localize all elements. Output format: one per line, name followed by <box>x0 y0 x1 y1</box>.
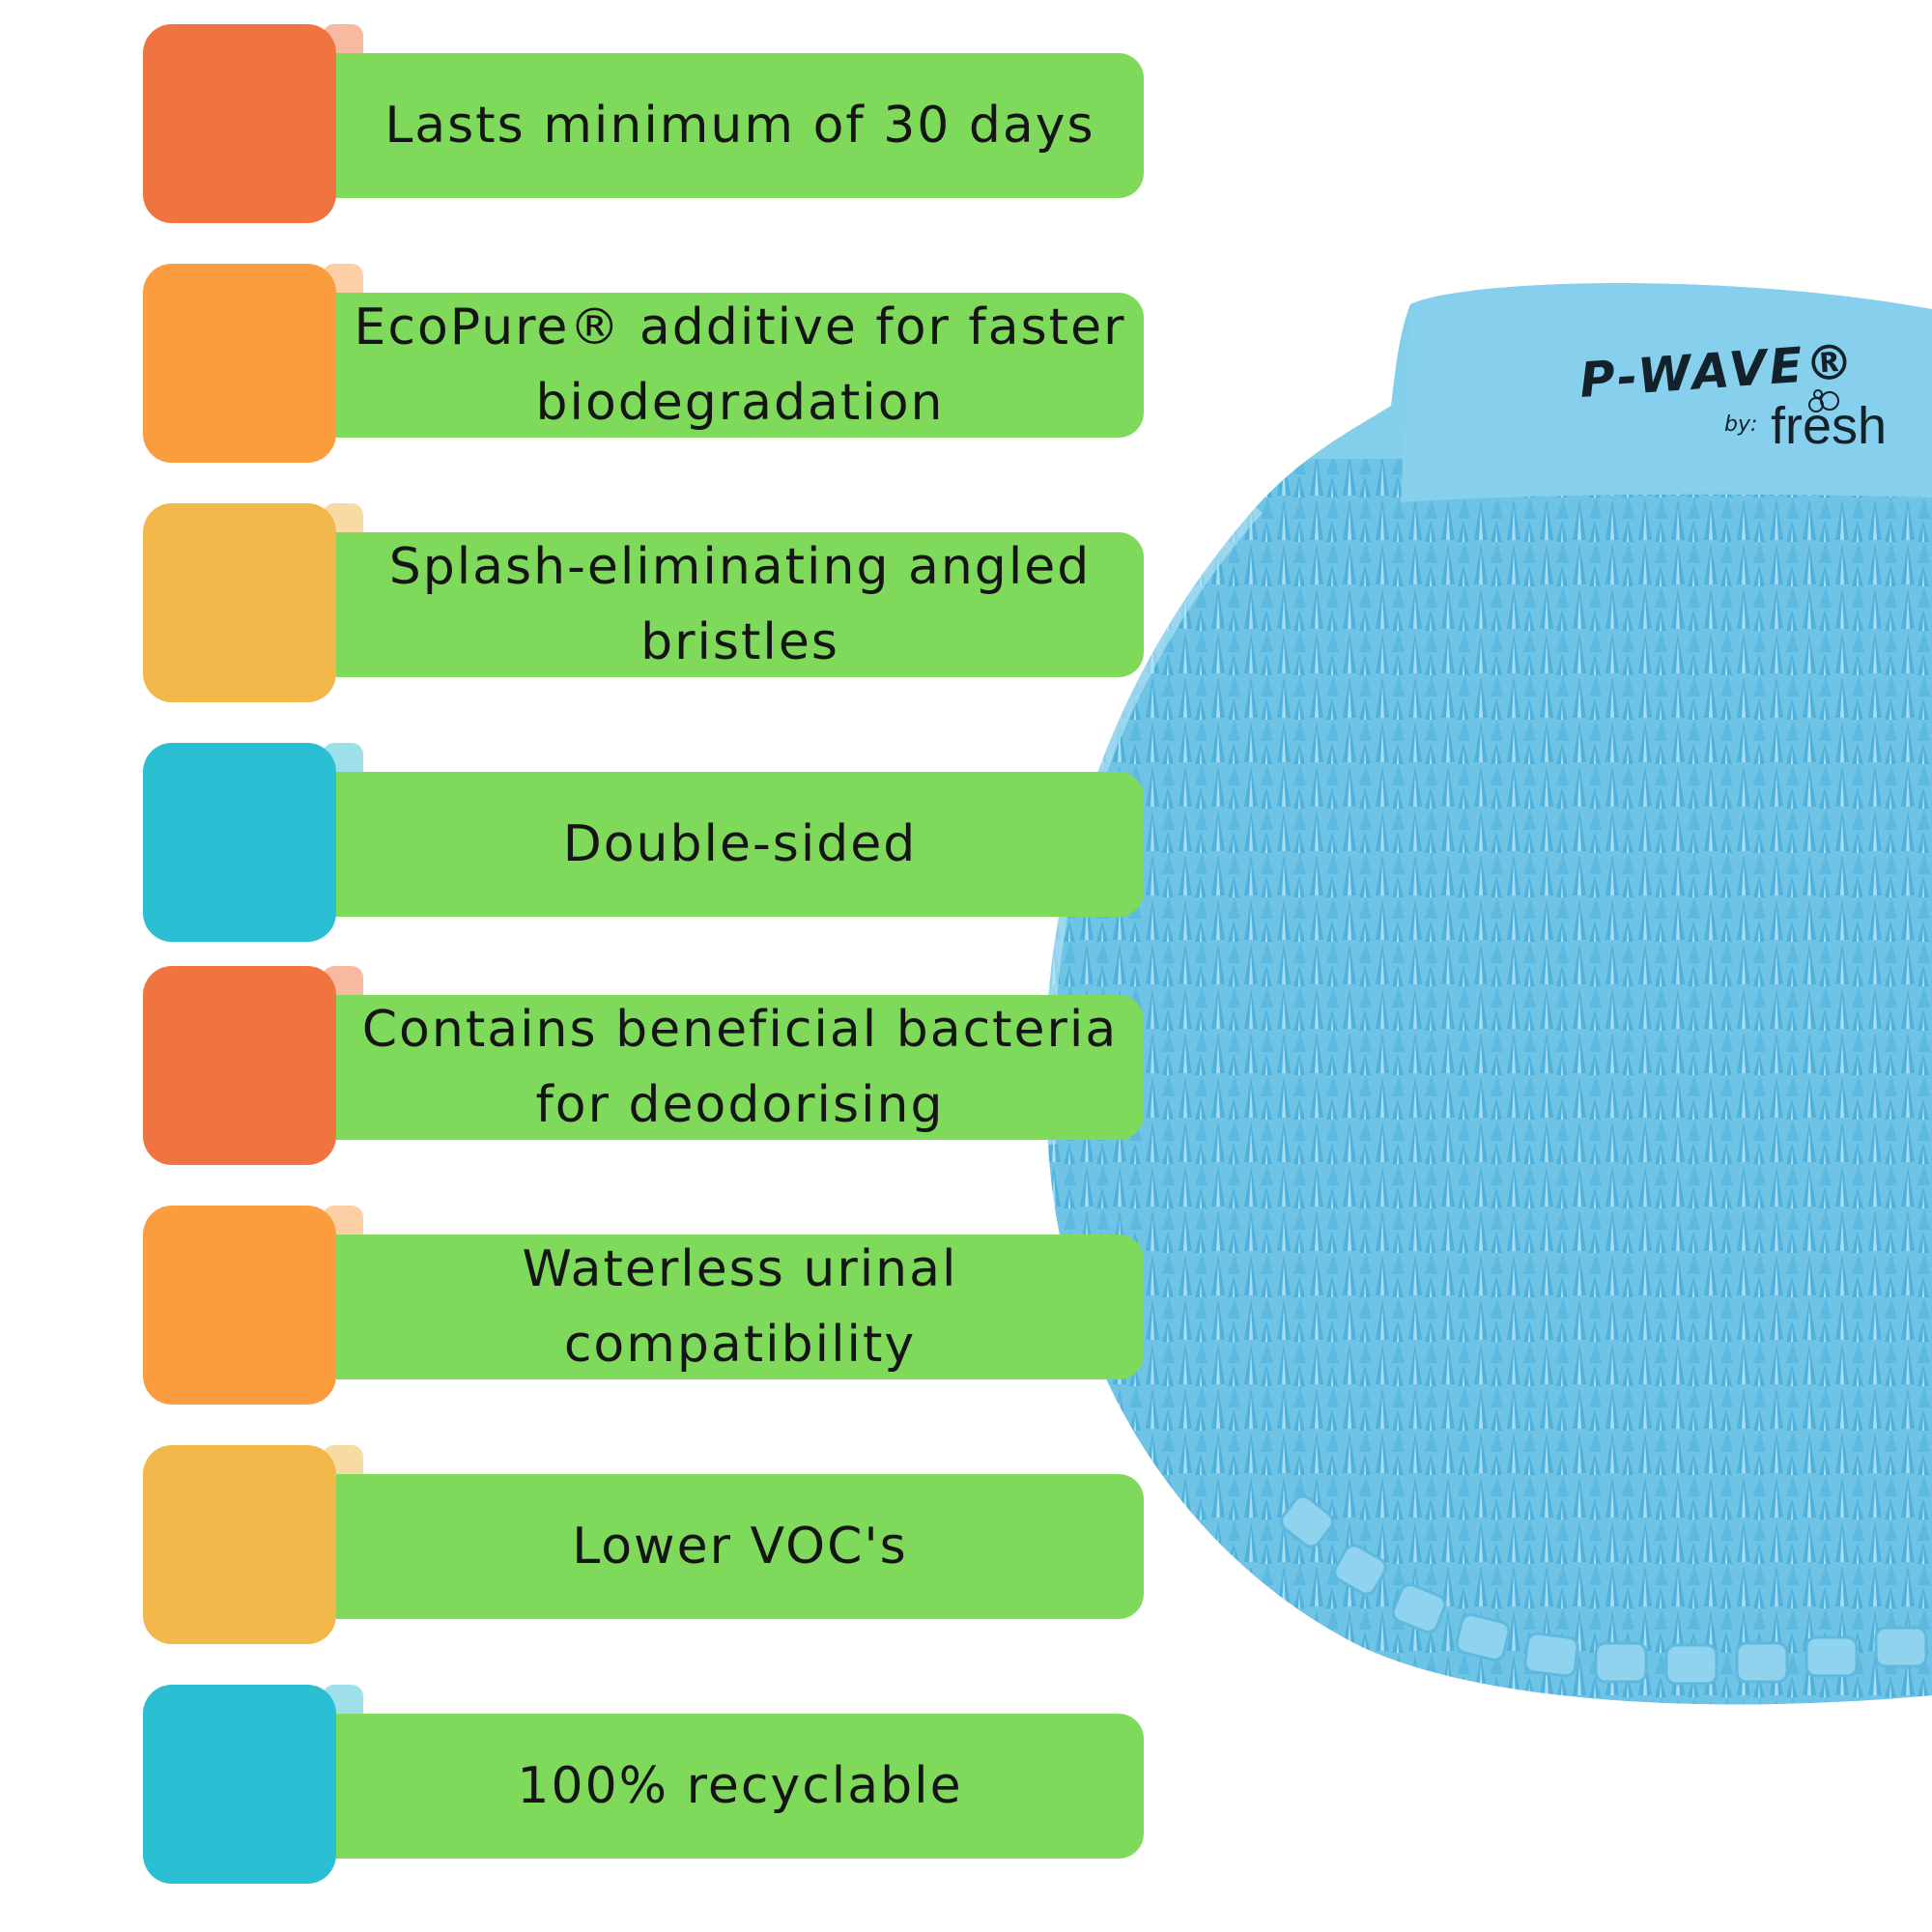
color-block <box>143 966 336 1165</box>
urinal-screen-illustration <box>1045 283 1932 1705</box>
feature-row-8: 100% recyclable <box>143 1685 1144 1884</box>
feature-text: Splash-eliminating angled bristles <box>388 538 1092 671</box>
feature-text: Waterless urinal compatibility <box>522 1240 958 1374</box>
color-block <box>143 1445 336 1644</box>
by-label: by: <box>1724 412 1758 437</box>
feature-text: Lasts minimum of 30 days <box>384 97 1095 155</box>
feature-bar: EcoPure® additive for faster biodegradat… <box>336 293 1144 438</box>
feature-text: 100% recyclable <box>517 1757 963 1815</box>
feature-row-6: Waterless urinal compatibility <box>143 1206 1144 1405</box>
feature-row-5: Contains beneficial bacteria for deodori… <box>143 966 1144 1165</box>
feature-bar: Lower VOC's <box>336 1474 1144 1619</box>
feature-row-1: Lasts minimum of 30 days <box>143 24 1144 223</box>
feature-row-2: EcoPure® additive for faster biodegradat… <box>143 264 1144 463</box>
feature-bar: Waterless urinal compatibility <box>336 1235 1144 1379</box>
bubbles-icon <box>1806 389 1845 414</box>
feature-row-3: Splash-eliminating angled bristles <box>143 503 1144 702</box>
color-block <box>143 1206 336 1405</box>
color-block <box>143 743 336 942</box>
feature-text: EcoPure® additive for faster biodegradat… <box>354 298 1126 432</box>
feature-text: Double-sided <box>562 815 918 873</box>
color-block <box>143 264 336 463</box>
feature-bar: 100% recyclable <box>336 1714 1144 1859</box>
feature-text: Contains beneficial bacteria for deodori… <box>361 1001 1119 1134</box>
color-block <box>143 24 336 223</box>
feature-bar: Splash-eliminating angled bristles <box>336 532 1144 677</box>
feature-bar: Double-sided <box>336 772 1144 917</box>
feature-row-7: Lower VOC's <box>143 1445 1144 1644</box>
color-block <box>143 1685 336 1884</box>
feature-bar: Contains beneficial bacteria for deodori… <box>336 995 1144 1140</box>
feature-row-4: Double-sided <box>143 743 1144 942</box>
maker-logo-text: fresh <box>1771 397 1888 455</box>
feature-bar: Lasts minimum of 30 days <box>336 53 1144 198</box>
color-block <box>143 503 336 702</box>
feature-text: Lower VOC's <box>572 1518 908 1576</box>
urinal-screen-image: P-WAVE® by: fresh <box>1043 275 1932 1705</box>
